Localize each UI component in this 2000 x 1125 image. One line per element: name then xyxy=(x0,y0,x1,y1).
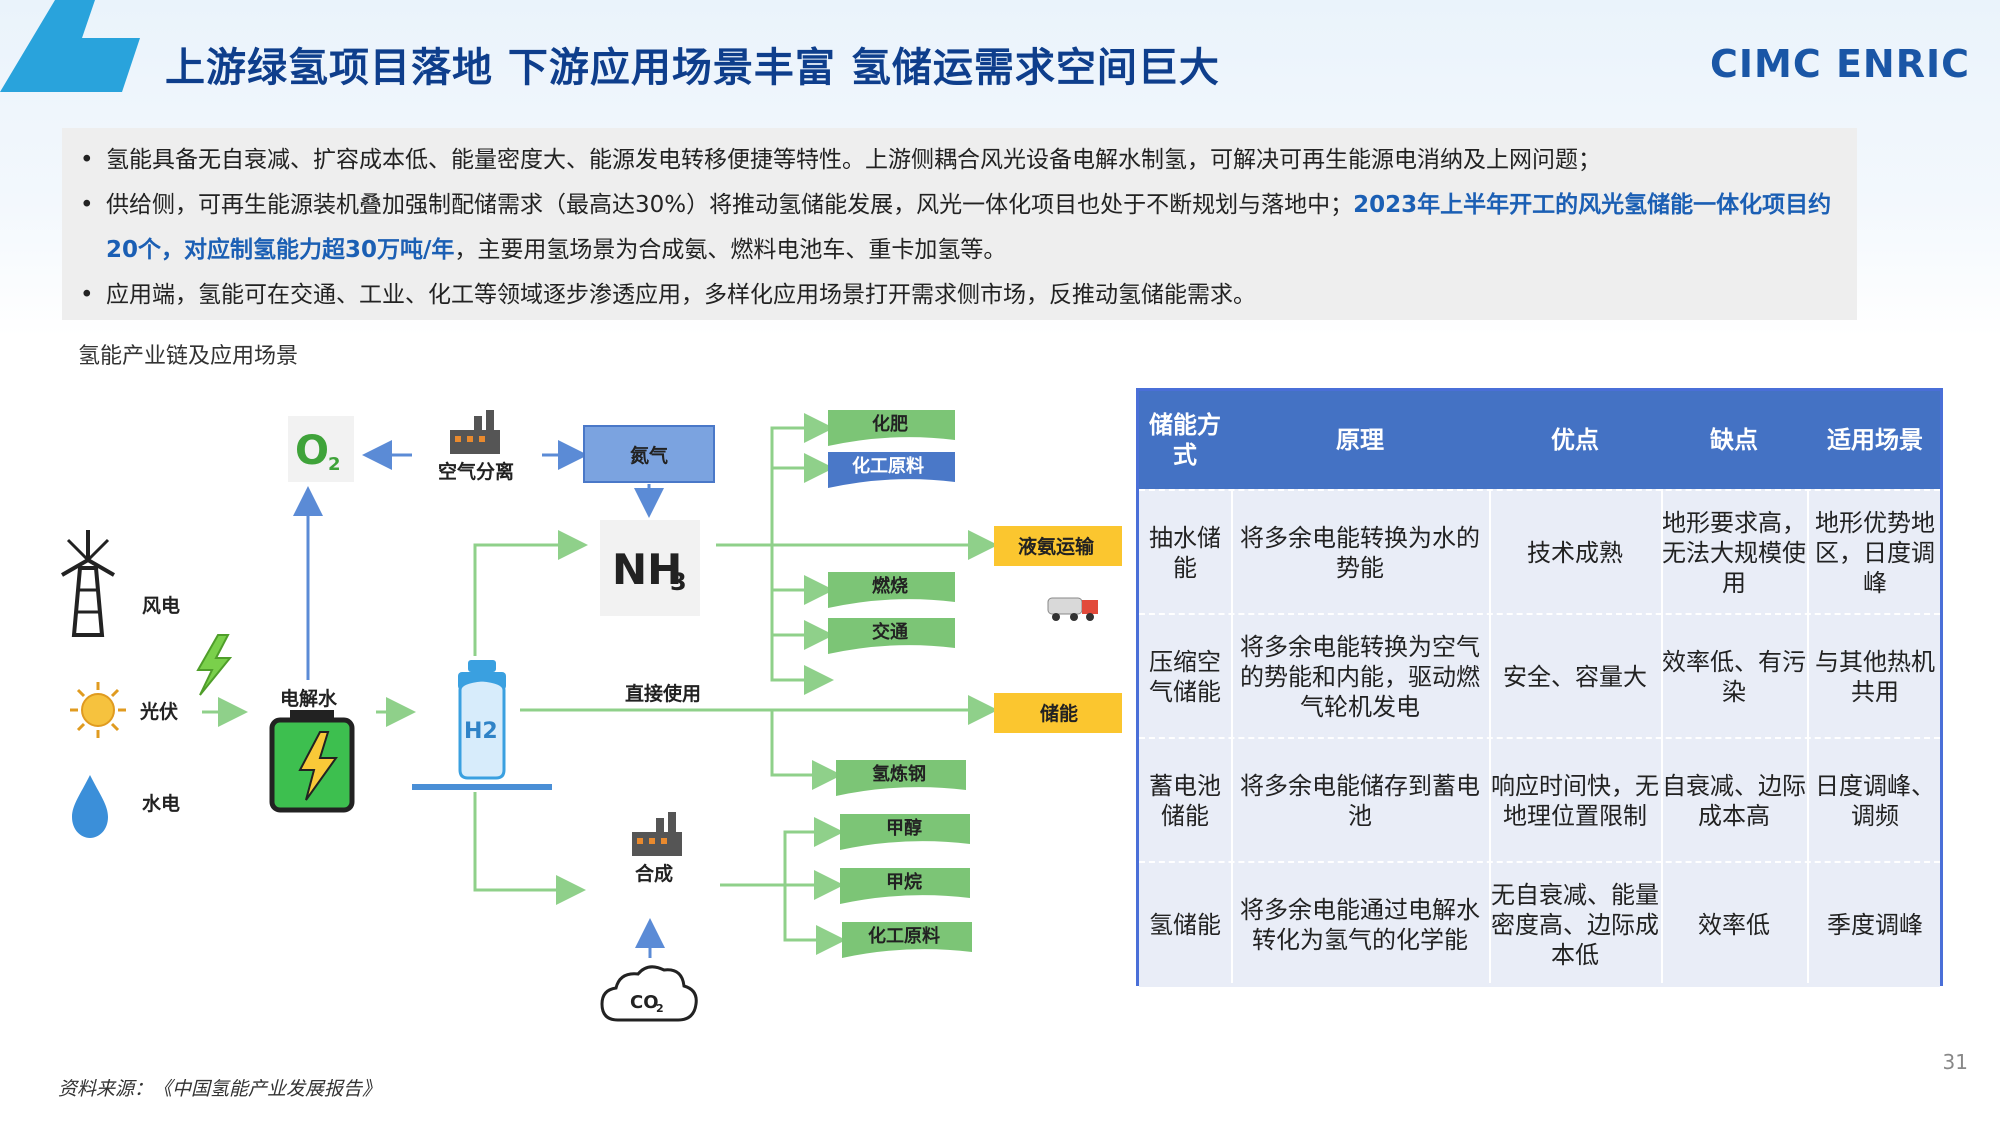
output-flag: 甲烷 xyxy=(840,868,970,904)
table-cell: 将多余电能转换为空气的势能和内能，驱动燃气轮机发电 xyxy=(1240,633,1480,721)
oxygen-icon: O 2 xyxy=(288,416,354,482)
output-flag: 氢炼钢 xyxy=(836,760,966,796)
table-row: 蓄电池储能 将多余电能储存到蓄电池 响应时间快，无地理位置限制 自衰减、边际成本… xyxy=(1139,737,1940,863)
output-flag: 甲醇 xyxy=(840,814,970,850)
svg-text:2: 2 xyxy=(656,1002,664,1015)
table-header-cell: 缺点 xyxy=(1710,426,1758,454)
direct-use-label: 直接使用 xyxy=(625,682,701,705)
output-flag: 燃烧 xyxy=(828,572,955,608)
table-cell: 地形优势地区，日度调峰 xyxy=(1815,509,1935,597)
source-solar-label: 光伏 xyxy=(139,700,178,723)
electrolysis-label: 电解水 xyxy=(280,687,338,710)
table-cell: 将多余电能储存到蓄电池 xyxy=(1240,772,1480,830)
nitrogen-label: 氮气 xyxy=(630,444,668,467)
table-cell: 自衰减、边际成本高 xyxy=(1662,772,1806,830)
bullet-marker: • xyxy=(80,147,94,173)
ammonia-box: NH 3 xyxy=(600,520,700,616)
liquid-ammonia-box: 液氨运输 xyxy=(994,526,1122,566)
highlight-text: 2023年上半年开工的风光氢储能一体化项目约20个，对应制氢能力超30万吨/年 xyxy=(106,192,1832,263)
truck-icon xyxy=(1047,597,1098,621)
svg-text:交通: 交通 xyxy=(872,621,908,643)
svg-text:甲醇: 甲醇 xyxy=(886,817,922,839)
svg-text:储能: 储能 xyxy=(1040,702,1078,725)
svg-text:3: 3 xyxy=(670,568,687,596)
column-divider xyxy=(1807,489,1809,983)
page-title: 上游绿氢项目落地 下游应用场景丰富 氢储运需求空间巨大 xyxy=(165,45,1220,91)
table-cell: 压缩空气储能 xyxy=(1149,648,1221,706)
svg-text:CO: CO xyxy=(630,992,659,1013)
svg-text:氢炼钢: 氢炼钢 xyxy=(872,763,926,785)
svg-text:燃烧: 燃烧 xyxy=(872,575,908,597)
table-header-cell: 适用场景 xyxy=(1827,426,1923,454)
factory-icon xyxy=(450,410,500,454)
table-header-cell: 优点 xyxy=(1551,426,1599,454)
svg-text:液氨运输: 液氨运输 xyxy=(1018,535,1095,558)
table-cell: 技术成熟 xyxy=(1527,539,1623,567)
source-hydro-label: 水电 xyxy=(142,792,180,815)
source-wind-label: 风电 xyxy=(142,594,180,617)
diagram-subtitle: 氢能产业链及应用场景 xyxy=(78,344,299,369)
table-header: 储能方式 原理 优点 缺点 适用场景 xyxy=(1139,391,1940,489)
table-cell: 安全、容量大 xyxy=(1503,663,1647,691)
battery-icon xyxy=(269,710,355,813)
storage-comparison-table: 储能方式 原理 优点 缺点 适用场景 抽水储能 将多余电能转换为水的势能 技术成… xyxy=(1136,388,1943,987)
table-row: 抽水储能 将多余电能转换为水的势能 技术成熟 地形要求高，无法大规模使用 地形优… xyxy=(1139,489,1940,615)
table-header-cell: 储能方式 xyxy=(1149,411,1221,469)
table-cell: 氢储能 xyxy=(1149,911,1221,939)
wind-turbine-icon xyxy=(61,530,115,637)
table-cell: 效率低、有污染 xyxy=(1662,648,1806,706)
svg-text:2: 2 xyxy=(328,454,341,475)
table-cell: 效率低 xyxy=(1698,911,1770,939)
column-divider xyxy=(1231,489,1233,983)
svg-text:甲烷: 甲烷 xyxy=(886,871,922,893)
table-cell: 将多余电能转换为水的势能 xyxy=(1240,524,1480,582)
table-cell: 季度调峰 xyxy=(1827,911,1923,939)
output-flag: 化工原料 xyxy=(842,922,972,958)
table-cell: 地形要求高，无法大规模使用 xyxy=(1662,509,1806,597)
bullet-marker: • xyxy=(80,282,94,308)
bullet-panel: • 氢能具备无自衰减、扩容成本低、能量密度大、能源发电转移便捷等特性。上游侧耦合… xyxy=(62,128,1857,320)
storage-box: 储能 xyxy=(994,693,1122,733)
output-flag: 交通 xyxy=(828,618,955,654)
synthesis-label: 合成 xyxy=(635,862,673,885)
output-flag: 化肥 xyxy=(828,410,955,446)
water-drop-icon xyxy=(72,775,108,838)
corner-accent xyxy=(0,0,140,92)
svg-text:化肥: 化肥 xyxy=(872,413,908,435)
table-cell: 响应时间快，无地理位置限制 xyxy=(1491,772,1659,830)
svg-text:H2: H2 xyxy=(464,719,498,744)
factory-icon xyxy=(632,812,682,856)
sun-icon xyxy=(70,682,126,738)
output-flag: 化工原料 xyxy=(828,452,955,488)
table-row: 氢储能 将多余电能通过电解水转化为氢气的化学能 无自衰减、能量密度高、边际成本低… xyxy=(1139,861,1940,987)
svg-text:O: O xyxy=(295,428,329,474)
table-cell: 抽水储能 xyxy=(1149,524,1221,582)
co2-cloud-icon: CO 2 xyxy=(600,965,698,1022)
column-divider xyxy=(1661,489,1663,983)
table-cell: 无自衰减、能量密度高、边际成本低 xyxy=(1491,881,1659,969)
source-note: 资料来源：《中国氢能产业发展报告》 xyxy=(58,1078,382,1100)
table-header-cell: 原理 xyxy=(1336,426,1384,454)
table-cell: 蓄电池储能 xyxy=(1149,772,1221,830)
table-row: 压缩空气储能 将多余电能转换为空气的势能和内能，驱动燃气轮机发电 安全、容量大 … xyxy=(1139,613,1940,739)
company-logo: CIMC ENRIC xyxy=(1709,42,1970,86)
table-cell: 与其他热机共用 xyxy=(1815,648,1935,706)
hydrogen-chain-diagram: 风电 光伏 水电 电解水 O 2 空气分离 xyxy=(61,410,1122,1022)
page-number: 31 xyxy=(1942,1050,1968,1074)
table-cell: 日度调峰、调频 xyxy=(1815,772,1935,830)
column-divider xyxy=(1489,489,1491,983)
nitrogen-box xyxy=(583,425,715,483)
bullet-marker: • xyxy=(80,192,94,218)
svg-text:NH: NH xyxy=(612,545,682,594)
svg-text:化工原料: 化工原料 xyxy=(868,925,940,947)
hydrogen-tank-icon: H2 xyxy=(412,660,552,790)
lightning-icon xyxy=(196,634,233,696)
air-separation-label: 空气分离 xyxy=(438,460,514,483)
table-cell: 将多余电能通过电解水转化为氢气的化学能 xyxy=(1240,896,1480,954)
svg-text:化工原料: 化工原料 xyxy=(852,455,924,477)
